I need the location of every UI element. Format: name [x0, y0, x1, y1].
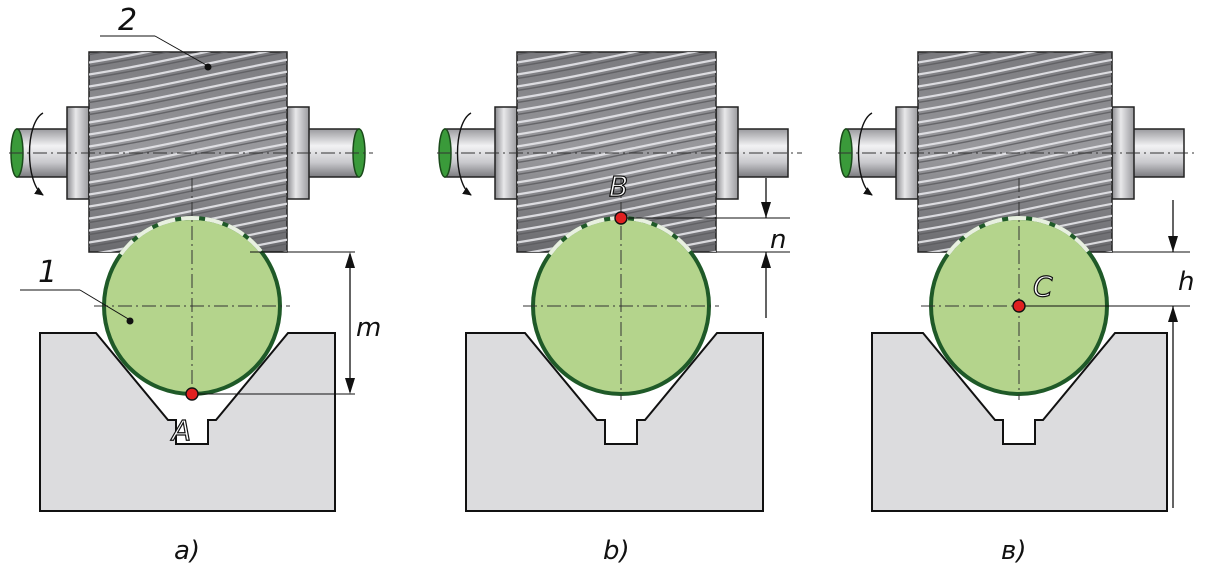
- callout-2-dot: [204, 63, 212, 71]
- v-block: [465, 332, 764, 512]
- rotation-arrow: [456, 112, 472, 196]
- point-b-label: B: [609, 170, 628, 203]
- cutter-teeth: [89, 52, 287, 252]
- dimension-label-m: m: [356, 313, 381, 343]
- rotation-arrow: [857, 112, 873, 196]
- panel-caption: a): [174, 536, 200, 566]
- blank-hidden-arc: [946, 216, 1092, 256]
- dim-arrow-down: [761, 202, 771, 218]
- dim-arrow-up: [1168, 306, 1178, 322]
- panel-caption: в): [1001, 536, 1026, 566]
- panel-2: n Bb): [437, 51, 802, 566]
- point-c-label: C: [1033, 270, 1053, 303]
- dimension-label-n: n: [770, 225, 786, 255]
- point-b-marker: [614, 211, 628, 225]
- v-block: [871, 332, 1168, 512]
- callout-2-leader: [154, 35, 209, 67]
- panel-3: h Cв): [838, 51, 1198, 566]
- callout-label-2: 2: [118, 3, 137, 38]
- dim-arrow-down: [1168, 236, 1178, 252]
- dim-arrow-down: [345, 378, 355, 394]
- blank-hidden-arc: [119, 216, 265, 256]
- rotation-arrow: [28, 112, 44, 196]
- v-block: [39, 332, 336, 512]
- callout-1-dot: [126, 317, 134, 325]
- panel-caption: b): [603, 536, 630, 566]
- callout-1-leader: [79, 289, 131, 321]
- point-a-marker: [185, 387, 199, 401]
- dim-arrow-up: [761, 252, 771, 268]
- panel-1: mA 2 1 a): [9, 3, 381, 566]
- dim-arrow-up: [345, 252, 355, 268]
- dimension-label-h: h: [1178, 267, 1194, 297]
- point-c-marker: [1012, 299, 1026, 313]
- callout-label-1: 1: [38, 255, 57, 290]
- cutter-teeth: [517, 52, 716, 252]
- point-a-label: A: [170, 414, 191, 447]
